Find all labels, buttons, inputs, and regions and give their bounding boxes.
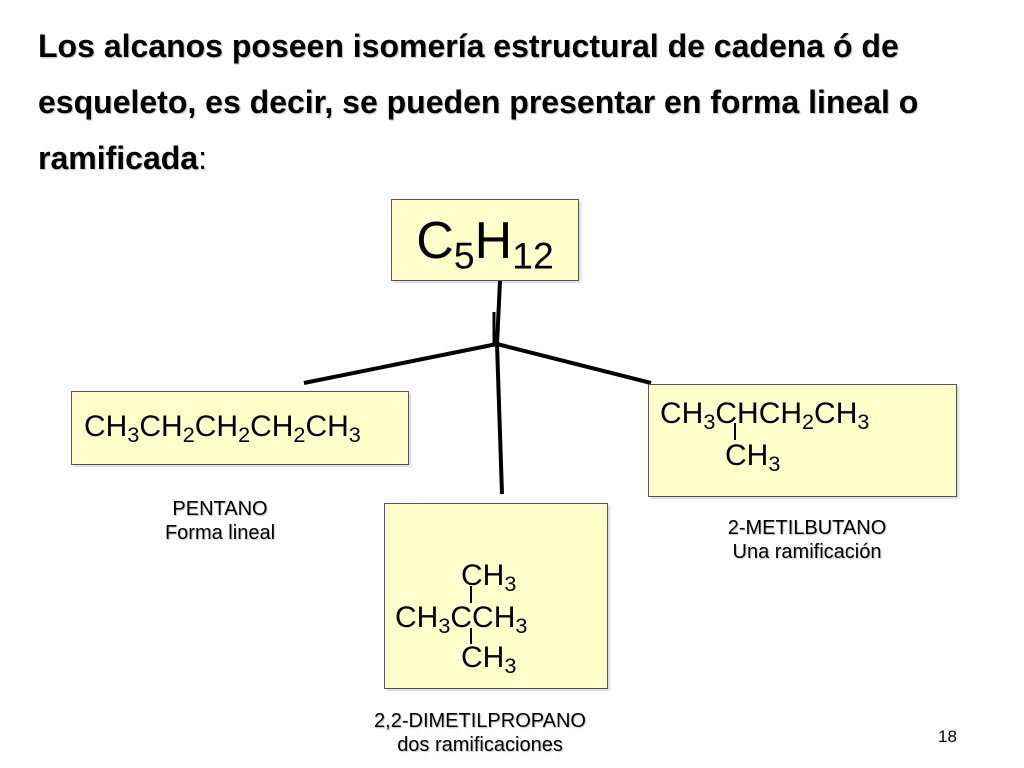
dimetilpropano-name: 2,2-DIMETILPROPANO (374, 710, 586, 732)
formula-part: CH (660, 397, 704, 430)
intro-colon: : (198, 140, 207, 176)
formula-subscript: 3 (504, 571, 517, 597)
formula-part: CH (461, 559, 505, 592)
metilbutano-formula-line2: CH3 (725, 439, 781, 477)
metilbutano-caption: 2-METILBUTANO Una ramificación (672, 516, 942, 564)
formula-element-h: H (474, 212, 513, 270)
formula-subscript: 3 (515, 613, 528, 639)
branch-bond-upper (470, 586, 472, 603)
formula-element-c: C (416, 212, 454, 270)
molecular-formula-box: C5H12 (391, 199, 579, 281)
formula-subscript: 3 (703, 409, 716, 435)
connector-to-pentano (303, 342, 498, 385)
dimetilpropano-box: CH3 CH3CCH3 CH3 (384, 503, 608, 689)
formula-subscript: 3 (438, 613, 451, 639)
formula-subscript: 2 (182, 422, 195, 448)
page-number: 18 (938, 727, 957, 746)
formula-part: CH (139, 410, 183, 443)
pentano-formula: CH3CH2CH2CH2CH3 (84, 410, 361, 448)
intro-sentence: Los alcanos poseen isomería estructural … (38, 28, 919, 176)
formula-part: CH (305, 410, 349, 443)
branch-bond-lower (470, 628, 472, 644)
formula-subscript: 2 (802, 409, 815, 435)
metilbutano-formula-line1: CH3CHCH2CH3 (660, 397, 870, 435)
formula-part: CH (814, 397, 858, 430)
formula-subscript: 2 (293, 422, 306, 448)
intro-text: Los alcanos poseen isomería estructural … (38, 18, 938, 186)
branch-bond (734, 423, 736, 440)
pentano-box: CH3CH2CH2CH2CH3 (71, 391, 409, 465)
formula-subscript: 3 (348, 422, 361, 448)
formula-part: CHCH (715, 397, 803, 430)
dimetilpropano-formula-line3: CH3 (461, 641, 517, 679)
metilbutano-box: CH3CHCH2CH3 CH3 (648, 384, 957, 497)
formula-part: CH (250, 410, 294, 443)
formula-part: CH (461, 641, 505, 674)
pentano-description: Forma lineal (164, 522, 276, 544)
dimetilpropano-formula-line1: CH3 (461, 559, 517, 597)
connector-to-dimetilpropano (495, 343, 504, 495)
formula-part: CH (194, 410, 239, 443)
formula-count-c: 5 (453, 234, 475, 277)
pentano-name: PENTANO (172, 498, 268, 520)
formula-count-h: 12 (512, 234, 554, 277)
metilbutano-name: 2-METILBUTANO (727, 517, 887, 539)
connector-to-metilbutano (496, 342, 652, 385)
dimetilpropano-caption: 2,2-DIMETILPROPANO dos ramificaciones (330, 709, 630, 757)
connector-main-stem (495, 280, 502, 345)
dimetilpropano-description: dos ramificaciones (397, 734, 563, 756)
formula-subscript: 3 (768, 451, 781, 477)
formula-subscript: 3 (127, 422, 140, 448)
formula-part: CH (84, 410, 128, 443)
metilbutano-description: Una ramificación (732, 541, 882, 563)
dimetilpropano-formula-line2: CH3CCH3 (395, 601, 528, 639)
formula-part: CH (725, 439, 769, 472)
formula-subscript: 3 (504, 653, 517, 679)
formula-subscript: 3 (857, 409, 870, 435)
pentano-caption: PENTANO Forma lineal (100, 497, 340, 545)
formula-subscript: 2 (238, 422, 251, 448)
formula-part: CH (395, 601, 439, 634)
formula-part: CCH (450, 601, 516, 634)
